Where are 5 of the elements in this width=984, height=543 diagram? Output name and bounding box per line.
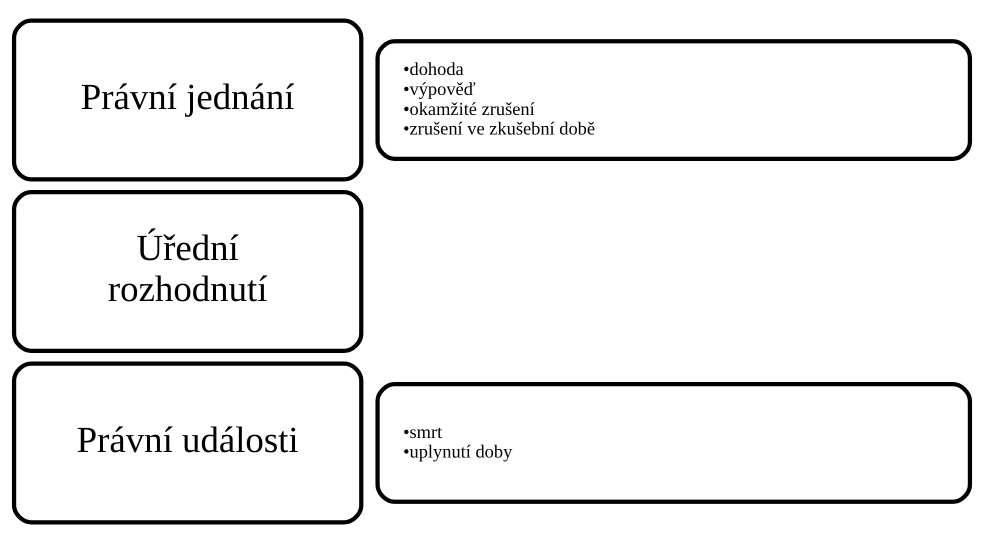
node-box: Právní události <box>12 362 364 524</box>
node-box: Právní jednání <box>12 18 364 182</box>
node-box: Úřední rozhodnutí <box>12 190 364 353</box>
node-box: •smrt •uplynutí doby <box>375 382 972 504</box>
node-box: •dohoda •výpověď •okamžité zrušení •zrušení ve zkušební době <box>375 39 972 161</box>
